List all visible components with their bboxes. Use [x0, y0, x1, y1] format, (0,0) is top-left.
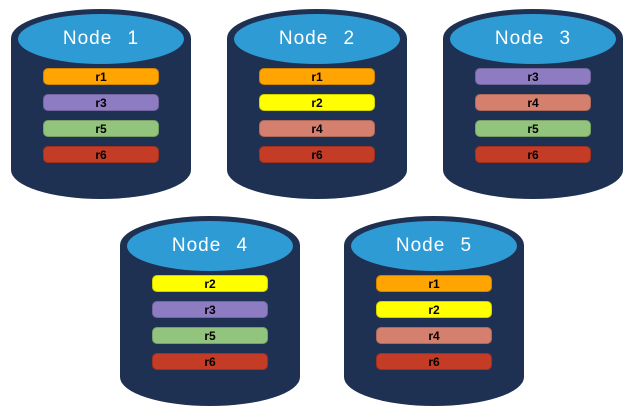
replica-label: r4: [428, 328, 440, 343]
replica-label: r6: [527, 147, 539, 162]
replica-bar: r2: [376, 301, 492, 318]
replica-bar: r5: [475, 120, 591, 137]
cylinder-top-face: Node 1: [18, 14, 184, 64]
node-title: Node 5: [395, 234, 473, 256]
replica-list: r1 r3 r5 r6: [11, 68, 191, 163]
replica-bar: r5: [152, 327, 268, 344]
node-title: Node 2: [278, 27, 356, 49]
replica-label: r6: [428, 354, 440, 369]
replica-label: r3: [95, 95, 107, 110]
replica-label: r5: [95, 121, 107, 136]
replica-label: r3: [527, 69, 539, 84]
replica-label: r1: [428, 276, 440, 291]
replica-label: r4: [311, 121, 323, 136]
node-title: Node 3: [494, 27, 572, 49]
replica-label: r5: [204, 328, 216, 343]
replica-bar: r4: [259, 120, 375, 137]
replica-list: r3 r4 r5 r6: [443, 68, 623, 163]
node-cylinder: Node 1 r1 r3 r5 r6: [11, 9, 191, 199]
replica-label: r2: [428, 302, 440, 317]
replica-bar: r1: [376, 275, 492, 292]
replica-bar: r3: [475, 68, 591, 85]
replica-label: r6: [95, 147, 107, 162]
replica-label: r5: [527, 121, 539, 136]
replica-bar: r2: [259, 94, 375, 111]
replica-bar: r3: [152, 301, 268, 318]
replica-label: r6: [311, 147, 323, 162]
replica-list: r1 r2 r4 r6: [344, 275, 524, 370]
node-cylinder: Node 3 r3 r4 r5 r6: [443, 9, 623, 199]
node-cylinder: Node 5 r1 r2 r4 r6: [344, 216, 524, 406]
replica-list: r1 r2 r4 r6: [227, 68, 407, 163]
replica-label: r4: [527, 95, 539, 110]
replica-bar: r6: [259, 146, 375, 163]
replica-bar: r6: [152, 353, 268, 370]
replica-list: r2 r3 r5 r6: [120, 275, 300, 370]
cylinder-top-face: Node 3: [450, 14, 616, 64]
replica-bar: r4: [376, 327, 492, 344]
cylinder-top-face: Node 2: [234, 14, 400, 64]
replica-label: r6: [204, 354, 216, 369]
node-title: Node 1: [62, 27, 140, 49]
replica-bar: r6: [475, 146, 591, 163]
node-cylinder: Node 4 r2 r3 r5 r6: [120, 216, 300, 406]
replica-label: r3: [204, 302, 216, 317]
replica-label: r2: [311, 95, 323, 110]
replica-bar: r3: [43, 94, 159, 111]
node-title: Node 4: [171, 234, 249, 256]
replica-bar: r5: [43, 120, 159, 137]
replica-label: r2: [204, 276, 216, 291]
replica-bar: r2: [152, 275, 268, 292]
replica-label: r1: [311, 69, 323, 84]
replica-label: r1: [95, 69, 107, 84]
replica-bar: r1: [259, 68, 375, 85]
cylinder-top-face: Node 5: [351, 221, 517, 271]
replica-bar: r6: [376, 353, 492, 370]
cylinder-top-face: Node 4: [127, 221, 293, 271]
node-cylinder: Node 2 r1 r2 r4 r6: [227, 9, 407, 199]
replica-bar: r6: [43, 146, 159, 163]
replica-bar: r4: [475, 94, 591, 111]
replica-bar: r1: [43, 68, 159, 85]
